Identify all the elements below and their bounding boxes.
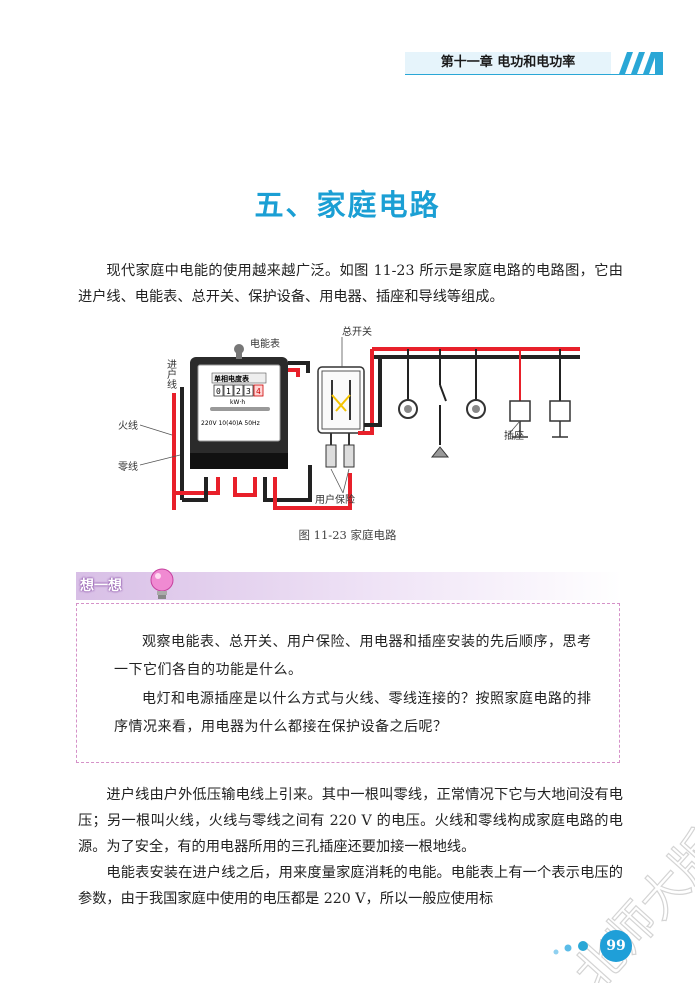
think-paragraph-1: 观察电能表、总开关、用户保险、用电器和插座安装的先后顺序，思考一下它们各自的功能…: [114, 634, 592, 678]
meter-digit: 3: [246, 387, 251, 396]
body-paragraph-1: 进户线由户外低压输电线上引来。其中一根叫零线，正常情况下它与大地间没有电压；另一…: [78, 787, 623, 855]
electric-meter: [190, 344, 288, 469]
household-circuit-figure: 进户线 电能表 总开关 火线 零线 用户保险 插座 单相电度表 0 1 2 3 …: [118, 325, 580, 510]
label-socket: 插座: [504, 429, 524, 442]
meter-digit: 1: [226, 387, 231, 396]
label-main-switch: 总开关: [342, 325, 372, 338]
label-neutral-wire: 零线: [118, 460, 138, 473]
meter-digit: 0: [216, 387, 221, 396]
lightbulb-icon: [150, 568, 174, 599]
section-title: 五、家庭电路: [254, 188, 441, 222]
label-incoming-line: 进户线: [165, 359, 177, 389]
label-meter: 电能表: [250, 337, 280, 350]
page-number: 99: [600, 930, 632, 962]
figure-caption: 图 11-23 家庭电路: [298, 528, 397, 542]
intro-paragraph: 现代家庭中电能的使用越来越广泛。如图 11-23 所示是家庭电路的电路图，它由进…: [78, 263, 623, 305]
page-dots-decoration: [553, 941, 588, 955]
publisher-watermark: 北师大版: [563, 820, 695, 983]
main-switch: [288, 337, 365, 494]
meter-unit: kW·h: [230, 399, 245, 406]
chapter-header: 第十一章 电功和电功率: [405, 52, 663, 75]
header-slashes-decoration: [619, 52, 663, 74]
chapter-title: 第十一章 电功和电功率: [405, 52, 611, 74]
label-live-wire: 火线: [118, 419, 138, 432]
meter-title: 单相电度表: [214, 374, 250, 383]
think-paragraph-2: 电灯和电源插座是以什么方式与火线、零线连接的？按照家庭电路的排序情况来看，用电器…: [114, 691, 592, 735]
think-label: 想一想: [80, 578, 122, 594]
meter-spec: 220V 10(40)A 50Hz: [201, 420, 260, 427]
meter-digit: 2: [236, 387, 241, 396]
body-paragraph-2: 电能表安装在进户线之后，用来度量家庭消耗的电能。电能表上有一个表示电压的参数，由…: [78, 865, 623, 907]
meter-digit: 4: [256, 387, 261, 396]
think-box: [76, 603, 620, 763]
label-fuse: 用户保险: [315, 493, 355, 506]
